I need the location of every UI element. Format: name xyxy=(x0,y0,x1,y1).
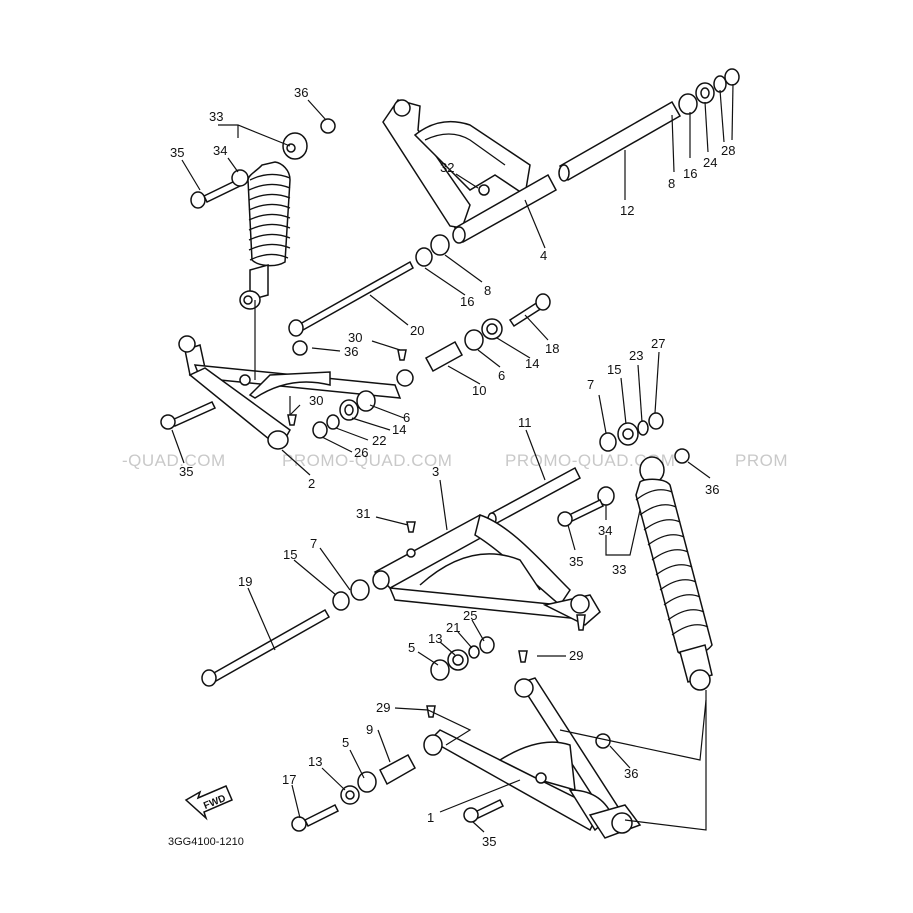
callout-24: 24 xyxy=(703,155,717,170)
nut-36-left[interactable] xyxy=(292,340,308,356)
callout-17: 17 xyxy=(282,772,296,787)
callout-4: 4 xyxy=(540,248,547,263)
bolt-35-lower[interactable] xyxy=(463,799,505,823)
callout-11: 11 xyxy=(518,415,532,430)
lower-arm-right[interactable] xyxy=(372,514,601,631)
callout-6: 6 xyxy=(498,368,505,383)
bolt-35-top[interactable] xyxy=(190,179,242,209)
upper-arm-left[interactable] xyxy=(178,335,414,450)
callout-2: 2 xyxy=(308,476,315,491)
callout-29: 29 xyxy=(376,700,390,715)
callout-12: 12 xyxy=(620,203,634,218)
callout-31: 31 xyxy=(356,506,370,521)
shock-absorber-right[interactable] xyxy=(635,456,713,691)
callout-26: 26 xyxy=(354,445,368,460)
callout-10: 10 xyxy=(472,383,486,398)
callout-5: 5 xyxy=(408,640,415,655)
callout-35: 35 xyxy=(482,834,496,849)
nut-36-right[interactable] xyxy=(674,448,690,464)
upper-arm-right[interactable] xyxy=(382,99,558,244)
callout-36: 36 xyxy=(705,482,719,497)
bushings-5-13-21-25[interactable] xyxy=(430,636,495,681)
bushing-stack-top-right[interactable] xyxy=(678,68,740,115)
bolt-35-right[interactable] xyxy=(557,499,605,527)
collar-10[interactable] xyxy=(424,340,464,373)
callout-28: 28 xyxy=(721,143,735,158)
callout-13: 13 xyxy=(308,754,322,769)
bushings-6-14-22-26-left[interactable] xyxy=(312,390,376,439)
callout-3: 3 xyxy=(432,464,439,479)
diagram-code: 3GG4100-1210 xyxy=(168,836,244,848)
callout-35: 35 xyxy=(179,464,193,479)
callout-1: 1 xyxy=(427,810,434,825)
callout-15: 15 xyxy=(283,547,297,562)
callout-36: 36 xyxy=(294,85,308,100)
bushings-7-15-23-27[interactable] xyxy=(599,412,664,452)
callout-15: 15 xyxy=(607,362,621,377)
bolt-18[interactable] xyxy=(508,293,551,328)
watermark-text: PROMO-QUAD.COM xyxy=(282,451,452,470)
callout-35: 35 xyxy=(569,554,583,569)
callout-7: 7 xyxy=(310,536,317,551)
callout-34: 34 xyxy=(598,523,612,538)
bolt-20[interactable] xyxy=(288,260,414,337)
bolt-17[interactable] xyxy=(291,803,340,832)
pivot-tube-12[interactable] xyxy=(558,100,682,182)
callout-14: 14 xyxy=(392,422,406,437)
lower-arm-left[interactable] xyxy=(423,677,642,839)
callout-labels: 36 33 34 35 32 8 16 24 28 12 4 8 16 20 1… xyxy=(170,85,735,849)
callout-30: 30 xyxy=(309,393,323,408)
bushings-16-8-upper[interactable] xyxy=(415,234,450,267)
callout-8: 8 xyxy=(484,283,491,298)
nut-36-top[interactable] xyxy=(320,118,336,134)
callout-34: 34 xyxy=(213,143,227,158)
callout-9: 9 xyxy=(366,722,373,737)
watermark-text: -QUAD.COM xyxy=(122,451,226,470)
callout-18: 18 xyxy=(545,341,559,356)
fwd-arrow-icon: FWD xyxy=(184,785,233,821)
grease-fittings-30[interactable] xyxy=(287,349,407,426)
grease-fitting-31[interactable] xyxy=(406,521,416,558)
callout-29: 29 xyxy=(569,648,583,663)
callout-30: 30 xyxy=(348,330,362,345)
nut-36-lower[interactable] xyxy=(595,733,611,749)
bushings-5-13-lower-left[interactable] xyxy=(340,771,377,805)
bushings-6-14[interactable] xyxy=(464,318,503,351)
bolt-35-left[interactable] xyxy=(160,401,217,430)
bolt-19[interactable] xyxy=(201,608,331,687)
callout-5: 5 xyxy=(342,735,349,750)
bushings-15-7-lower[interactable] xyxy=(332,579,370,611)
leader-lines xyxy=(171,83,734,833)
watermark: -QUAD.COM PROMO-QUAD.COM PROMO-QUAD.COM … xyxy=(122,451,788,470)
callout-6: 6 xyxy=(403,410,410,425)
callout-21: 21 xyxy=(446,620,460,635)
callout-33: 33 xyxy=(612,562,626,577)
callout-7: 7 xyxy=(587,377,594,392)
callout-36: 36 xyxy=(624,766,638,781)
callout-14: 14 xyxy=(525,356,539,371)
callout-16: 16 xyxy=(683,166,697,181)
callout-16: 16 xyxy=(460,294,474,309)
callout-23: 23 xyxy=(629,348,643,363)
callout-20: 20 xyxy=(410,323,424,338)
collar-34-top[interactable] xyxy=(231,169,249,187)
callout-13: 13 xyxy=(428,631,442,646)
shock-absorber-left[interactable] xyxy=(239,132,308,310)
callout-32: 32 xyxy=(440,160,454,175)
callout-35: 35 xyxy=(170,145,184,160)
callout-25: 25 xyxy=(463,608,477,623)
watermark-text: PROMO-QUAD.COM xyxy=(505,451,675,470)
callout-19: 19 xyxy=(238,574,252,589)
callout-8: 8 xyxy=(668,176,675,191)
callout-27: 27 xyxy=(651,336,665,351)
callout-33: 33 xyxy=(209,109,223,124)
callout-22: 22 xyxy=(372,433,386,448)
callout-36: 36 xyxy=(344,344,358,359)
collar-9[interactable] xyxy=(379,753,417,786)
watermark-text: PROM xyxy=(735,451,788,470)
